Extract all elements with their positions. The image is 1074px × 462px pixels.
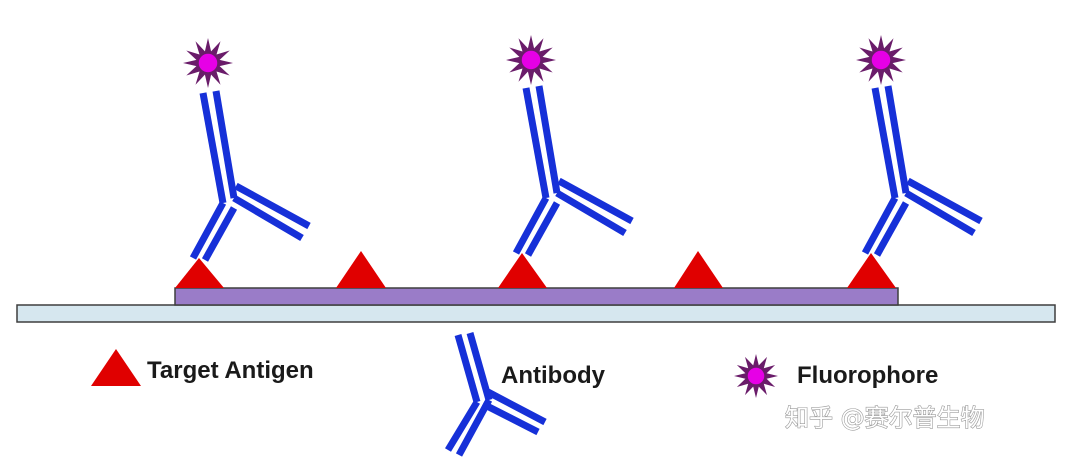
legend-antibody-icon bbox=[445, 332, 547, 457]
legend-antigen-icon bbox=[91, 349, 141, 386]
antigen-group bbox=[175, 251, 896, 288]
antigen-triangle bbox=[336, 251, 386, 288]
bound-antibody bbox=[193, 91, 309, 260]
antigen-triangle bbox=[847, 253, 896, 288]
antigen-triangle bbox=[175, 258, 224, 288]
watermark: 知乎 @赛尔普生物 bbox=[785, 404, 985, 432]
bound-antibody bbox=[516, 86, 632, 255]
legend-fluorophore-label: Fluorophore bbox=[797, 362, 938, 389]
antigen-triangle bbox=[674, 251, 723, 288]
fluorophore-icon bbox=[183, 38, 233, 88]
fluorophore-icon bbox=[856, 35, 906, 85]
antigen-triangle bbox=[498, 253, 547, 288]
sample-layer bbox=[174, 287, 899, 306]
legend-fluorophore-icon bbox=[734, 354, 778, 398]
bound-antibody bbox=[865, 86, 981, 255]
glass-slide bbox=[16, 304, 1056, 323]
fluorophore-icon bbox=[506, 35, 556, 85]
legend-antigen-label: Target Antigen bbox=[147, 357, 314, 384]
legend-antibody-label: Antibody bbox=[501, 362, 606, 389]
fluorophore-icon bbox=[734, 354, 778, 398]
